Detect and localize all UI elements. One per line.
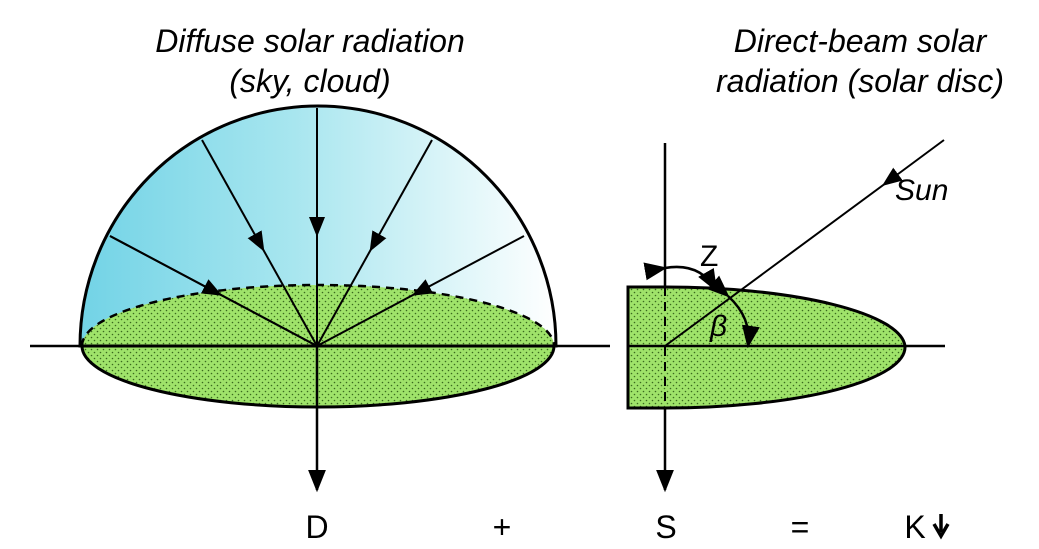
- zenith-angle-label: Z: [700, 240, 718, 273]
- diffuse-symbol: D: [305, 509, 328, 545]
- equals-sign: =: [791, 509, 810, 545]
- direct-title-line2: radiation (solar disc): [716, 63, 1004, 99]
- radiation-equation: D + S = K: [305, 509, 950, 545]
- down-arrow-icon: [932, 514, 950, 540]
- direct-beam-panel: Sun Z β: [626, 139, 948, 493]
- elevation-angle-label: β: [709, 310, 727, 343]
- diffuse-ray-left-mid: [109, 235, 318, 347]
- direct-symbol: S: [655, 509, 676, 545]
- plus-sign: +: [493, 509, 512, 545]
- diffuse-ray-upper-right: [316, 139, 433, 347]
- elevation-angle-arc: [706, 275, 760, 349]
- diffuse-title-line1: Diffuse solar radiation: [155, 23, 464, 59]
- diffuse-ray-right: [316, 235, 525, 347]
- direct-title-line1: Direct-beam solar: [734, 23, 988, 59]
- diffuse-ray-upper-left: [201, 139, 318, 347]
- diffuse-title-line2: (sky, cloud): [229, 63, 390, 99]
- sun-label: Sun: [895, 174, 948, 207]
- diffuse-hemisphere-panel: [30, 104, 610, 493]
- direct-ground-ellipse: [626, 285, 907, 410]
- global-symbol: K: [904, 509, 925, 545]
